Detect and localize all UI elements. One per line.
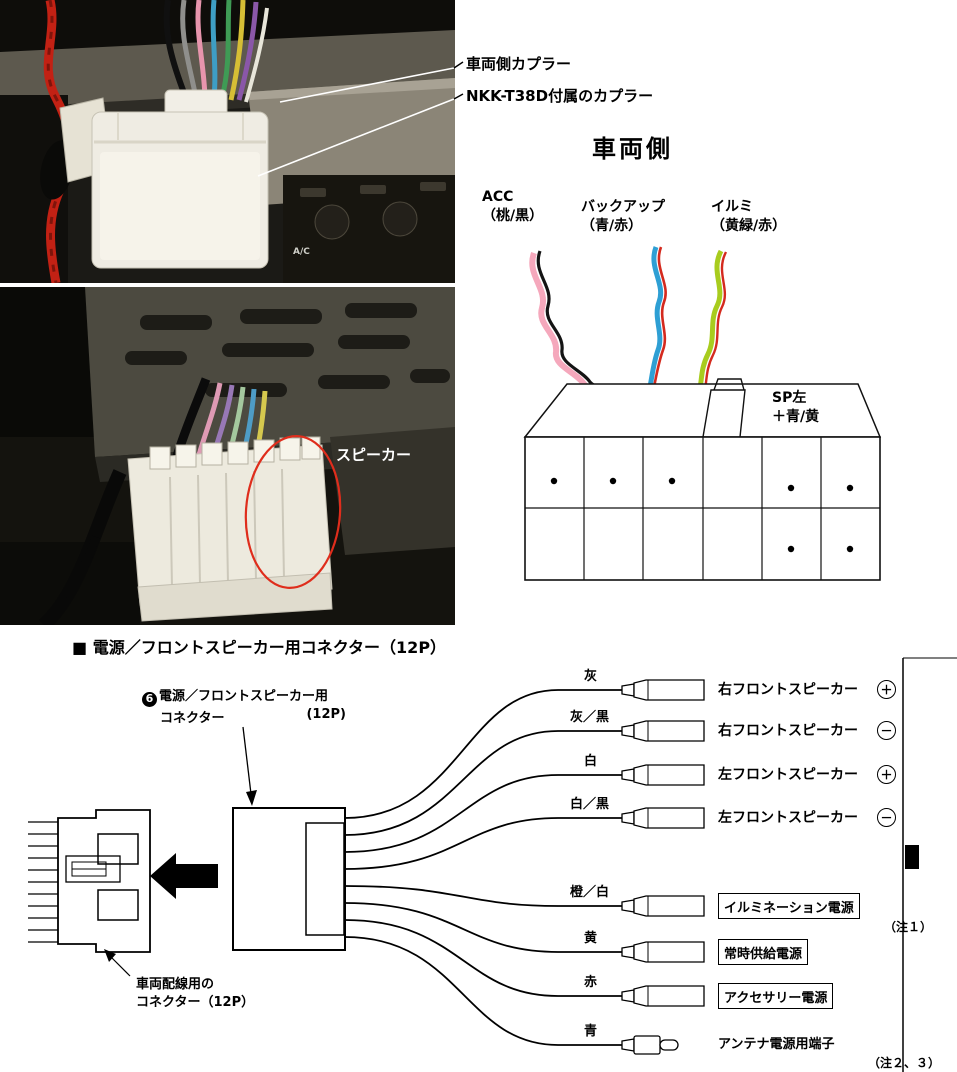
wire-color-label: 灰／黒 <box>570 710 610 725</box>
vehicle-label-pointer <box>104 949 131 977</box>
backup-wire <box>646 246 667 393</box>
wire-color-label: 白／黒 <box>570 797 610 812</box>
power-connector-drawing <box>232 807 346 951</box>
photo1-artwork <box>0 0 455 283</box>
polarity-badge: － <box>877 808 896 827</box>
speaker-annotation: スピーカー <box>336 446 412 464</box>
terminal-label: 右フロントスピーカー <box>718 723 858 739</box>
note-label: （注１） <box>884 920 933 934</box>
polarity-badge: － <box>877 721 896 740</box>
harness-wires <box>344 689 622 1046</box>
photo2-artwork <box>0 287 455 625</box>
annotation-vehicle-coupler: 車両側カプラー <box>466 55 572 73</box>
circled-six-icon: 6 <box>142 691 157 707</box>
note-label: （注２、３） <box>868 1056 941 1070</box>
speaker-highlight-ellipse <box>244 435 342 589</box>
black-cable-bundle <box>39 469 127 625</box>
chassis-vent-slots <box>125 303 450 397</box>
page-edge-line <box>902 657 957 1072</box>
terminal-label-boxed: イルミネーション電源 <box>718 893 860 919</box>
terminal-label: 右フロントスピーカー <box>718 682 858 698</box>
harness-wires-photo1 <box>163 0 269 103</box>
wire-color-label: 灰 <box>584 669 598 684</box>
wire-color-label: 橙／白 <box>570 885 610 900</box>
acc-wire <box>529 250 639 397</box>
polarity-badge: ＋ <box>877 680 896 699</box>
pin-grid-connector <box>523 378 882 581</box>
wire-color-label: 白 <box>584 754 598 769</box>
pin-dots <box>550 477 854 553</box>
annotation-nkk-coupler: NKK-T38D付属のカプラー <box>466 87 654 105</box>
wire-label-acc: ACC（桃/黒） <box>482 189 544 224</box>
sp-left-label: SP左＋青/黄 <box>772 390 820 425</box>
vehicle-connector-label: 車両配線用のコネクター（12P） <box>136 977 255 1010</box>
wire-color-label: 赤 <box>584 975 598 990</box>
terminal-label: 左フロントスピーカー <box>718 767 858 783</box>
ac-button-text: A/C <box>293 247 310 257</box>
terminal-label-boxed: アクセサリー電源 <box>718 983 834 1009</box>
terminal-label-boxed: 常時供給電源 <box>718 939 809 965</box>
photo-dashboard-connector: A/C <box>0 0 455 283</box>
spade-terminals <box>621 679 705 1055</box>
wire-label-illumination: イルミ（黄緑/赤） <box>711 199 787 234</box>
vehicle-connector-drawing <box>28 809 151 953</box>
white-coupler-photo1 <box>59 89 269 269</box>
illumination-wire <box>697 249 728 390</box>
label-pointer-arrow <box>242 726 257 806</box>
wire-label-backup: バックアップ（青/赤） <box>581 199 665 234</box>
polarity-badge: ＋ <box>877 765 896 784</box>
section-heading: ■ 電源／フロントスピーカー用コネクター（12P） <box>72 638 447 657</box>
wire-color-label: 黄 <box>584 931 598 946</box>
wire-color-label: 青 <box>584 1024 598 1039</box>
power-connector-label-line2: コネクター (12P) <box>160 707 346 726</box>
terminal-label: アンテナ電源用端子 <box>718 1037 835 1052</box>
photo-speaker-connector-closeup: スピーカー <box>0 287 455 625</box>
white-coupler-photo2 <box>127 436 333 622</box>
vehicle-side-title: 車両側 <box>592 135 673 163</box>
terminal-label: 左フロントスピーカー <box>718 810 858 826</box>
mating-arrow <box>150 853 218 899</box>
vehicle-wire-hatch <box>28 821 58 943</box>
antenna-bullet-terminal <box>621 1035 679 1055</box>
